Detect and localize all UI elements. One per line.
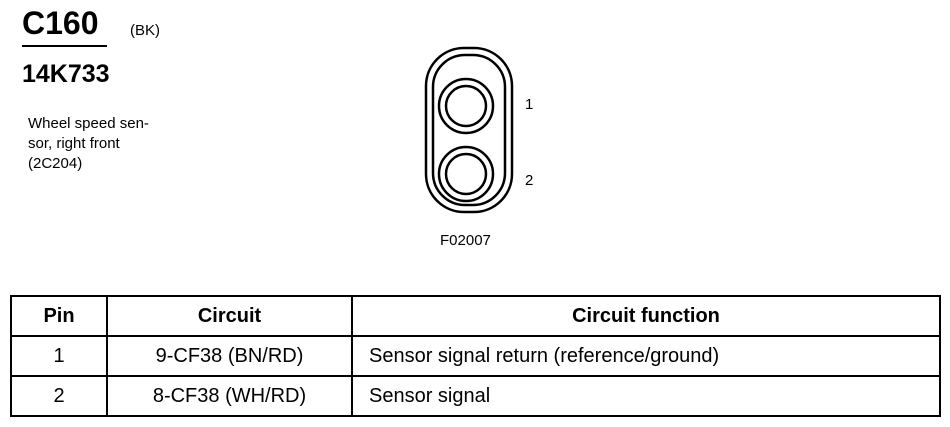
cell-circuit-function: Sensor signal return (reference/ground) xyxy=(351,335,941,377)
header-circuit: Circuit xyxy=(106,295,353,337)
description-line: Wheel speed sen- xyxy=(28,115,149,132)
figure-id: F02007 xyxy=(440,232,491,249)
cell-circuit-function: Sensor signal xyxy=(351,375,941,417)
cell-circuit: 8-CF38 (WH/RD) xyxy=(106,375,353,417)
table-row: 1 9-CF38 (BN/RD) Sensor signal return (r… xyxy=(10,335,941,377)
part-number: 14K733 xyxy=(22,60,110,88)
cell-pin: 2 xyxy=(10,375,108,417)
color-code: (BK) xyxy=(130,22,160,39)
description-line: (2C204) xyxy=(28,155,83,172)
connector-id: C160 xyxy=(22,5,99,41)
connector-inner-shell xyxy=(431,53,507,207)
pinout-table: Pin Circuit Circuit function 1 9-CF38 (B… xyxy=(10,295,941,417)
header-pin: Pin xyxy=(10,295,108,337)
pin-1-cavity-inner xyxy=(444,84,488,128)
cell-pin: 1 xyxy=(10,335,108,377)
header-circuit-function: Circuit function xyxy=(351,295,941,337)
connector-id-underline xyxy=(22,45,107,47)
pin-1-cavity-outer xyxy=(437,77,495,135)
connector-outer-shell xyxy=(424,46,514,214)
table-row: 2 8-CF38 (WH/RD) Sensor signal xyxy=(10,375,941,417)
connector-description: Wheel speed sen- sor, right front (2C204… xyxy=(28,114,149,174)
cell-circuit: 9-CF38 (BN/RD) xyxy=(106,335,353,377)
connector-face-diagram xyxy=(424,46,514,214)
pin-2-cavity-inner xyxy=(444,152,488,196)
table-header-row: Pin Circuit Circuit function xyxy=(10,295,941,337)
description-line: sor, right front xyxy=(28,135,120,152)
pin-label-1: 1 xyxy=(525,96,534,113)
pin-label-2: 2 xyxy=(525,172,534,189)
pin-2-cavity-outer xyxy=(437,145,495,203)
